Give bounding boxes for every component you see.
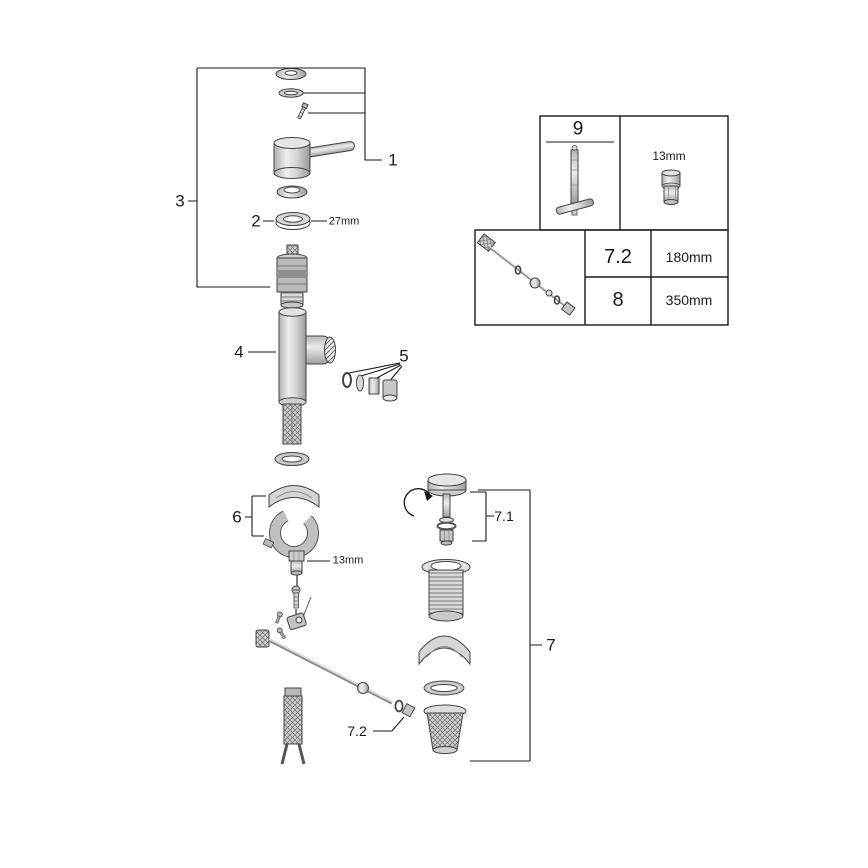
callout-2: 2 bbox=[251, 211, 261, 231]
cartridge-part bbox=[276, 244, 308, 309]
drain-o-ring-part bbox=[423, 680, 465, 696]
hex-key-tool-drawing bbox=[555, 145, 594, 216]
threaded-shank-part bbox=[282, 403, 302, 445]
handle-screw-part bbox=[297, 102, 309, 120]
callout-1: 1 bbox=[388, 150, 398, 170]
callout-7-2: 7.2 bbox=[347, 723, 367, 739]
retaining-ring-part bbox=[275, 212, 311, 230]
braided-hose-part bbox=[280, 687, 306, 765]
lever-handle-part bbox=[273, 137, 355, 179]
mounting-clamp-parts bbox=[262, 485, 320, 558]
aerator-parts-group bbox=[342, 372, 398, 402]
callout-4: 4 bbox=[234, 342, 244, 362]
drain-plug-part bbox=[427, 473, 467, 546]
panel-row-0-part: 7.2 bbox=[604, 246, 632, 268]
fixing-screw-part bbox=[291, 585, 301, 609]
drain-clamp-part bbox=[418, 635, 471, 666]
mounting-nut-part bbox=[288, 550, 305, 576]
faucet-body-part bbox=[278, 307, 336, 407]
callout-7: 7 bbox=[546, 635, 556, 655]
pop-up-rod-part bbox=[255, 629, 416, 718]
rotation-arrow-icon bbox=[403, 488, 433, 517]
dim-13mm: 13mm bbox=[332, 554, 364, 567]
pivot-linkage-part bbox=[275, 596, 312, 640]
drain-body-part bbox=[421, 559, 471, 622]
cap-part bbox=[275, 68, 307, 80]
base-o-ring-part bbox=[274, 452, 310, 466]
callout-6: 6 bbox=[232, 507, 242, 527]
panel-row-0-length: 180mm bbox=[665, 249, 713, 265]
drain-tailpiece-part bbox=[423, 704, 467, 754]
panel-adapter-size: 13mm bbox=[652, 149, 686, 163]
panel-tool-number: 9 bbox=[572, 118, 584, 140]
parts-panel-borders bbox=[474, 115, 729, 326]
panel-row-1-length: 350mm bbox=[665, 292, 713, 308]
o-ring-top-part bbox=[278, 88, 304, 98]
callout-7-1: 7.1 bbox=[494, 508, 514, 524]
panel-row-1-part: 8 bbox=[612, 289, 624, 311]
callout-lines bbox=[188, 67, 542, 762]
adapter-13mm-drawing bbox=[661, 169, 681, 205]
rod-8-drawing bbox=[476, 233, 576, 316]
dim-27mm: 27mm bbox=[328, 215, 360, 228]
dome-ring-part bbox=[276, 185, 308, 199]
callout-3: 3 bbox=[175, 191, 185, 211]
callout-5: 5 bbox=[399, 346, 409, 366]
